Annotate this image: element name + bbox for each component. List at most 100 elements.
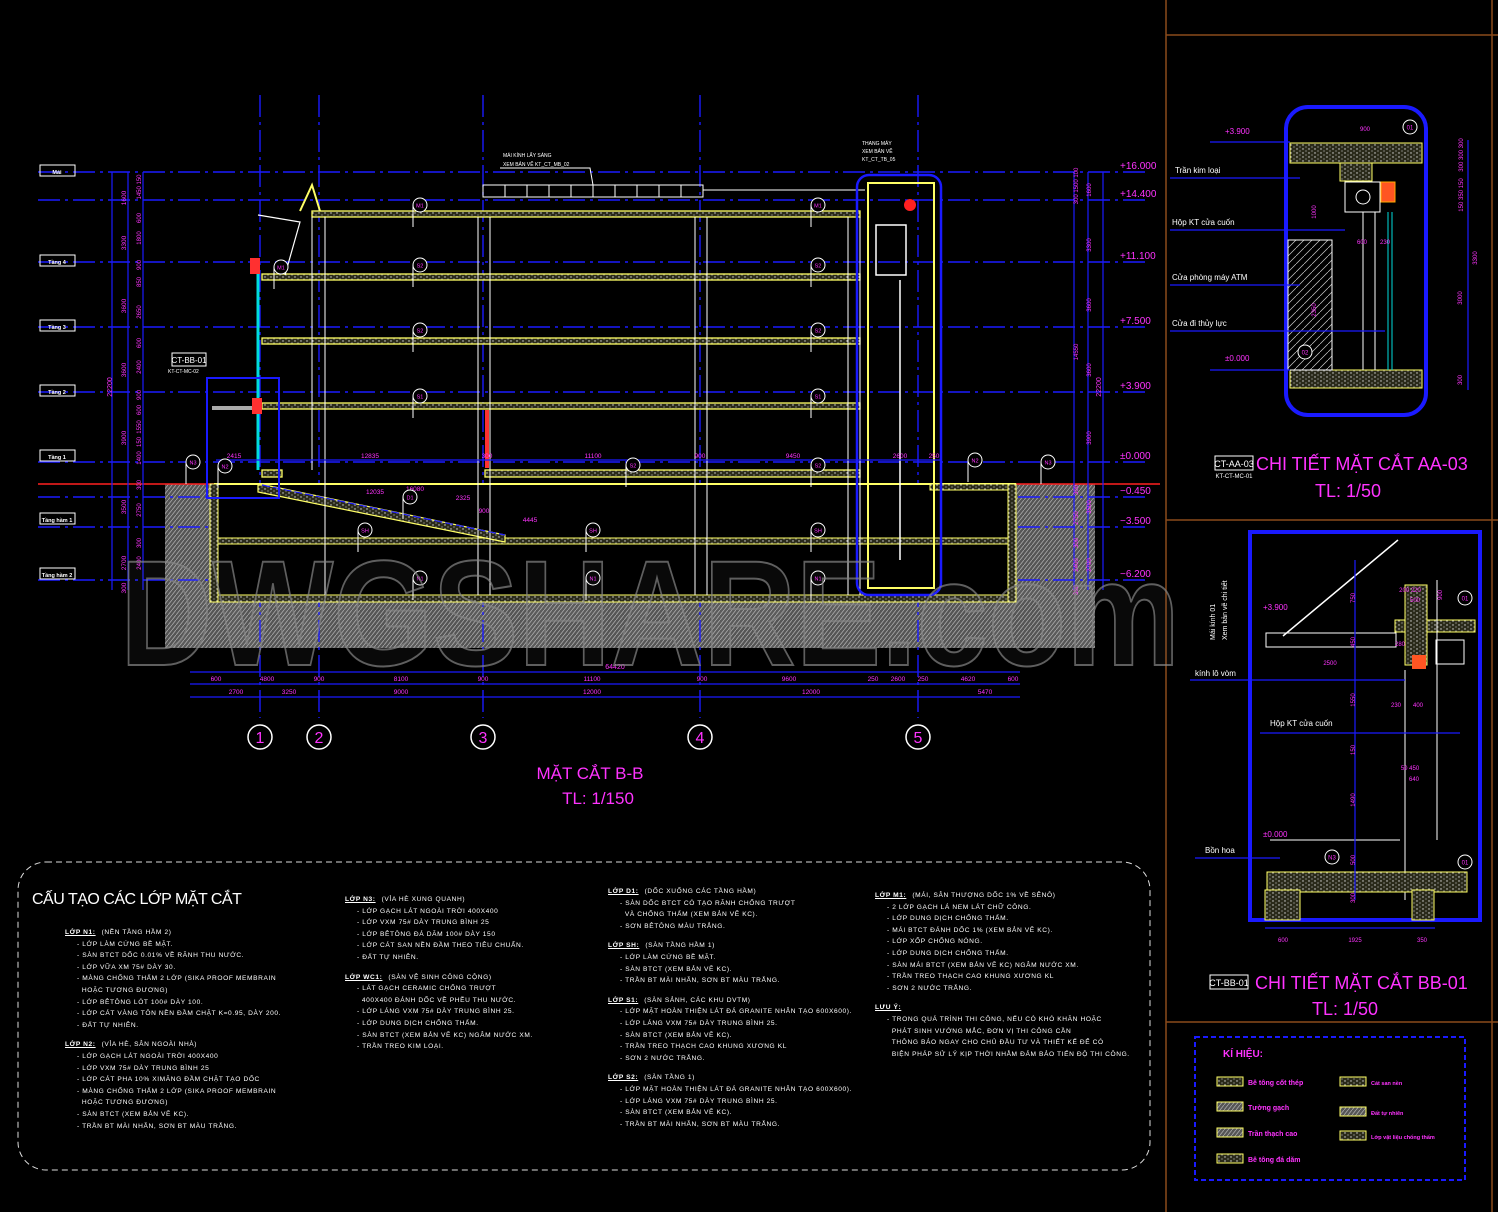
axis-bubble xyxy=(306,724,332,750)
axis-bubble xyxy=(470,724,496,750)
bb-ground-slab xyxy=(1266,871,1468,893)
dim-label: 300 xyxy=(1074,537,1080,548)
dim-label: 850 xyxy=(137,276,143,287)
dim-label: 1600 xyxy=(121,190,128,205)
bb-footing xyxy=(1411,889,1435,921)
bb-dim: 400 xyxy=(1413,703,1424,709)
dim-label: 5470 xyxy=(978,689,993,696)
bb-dim: 600 xyxy=(1278,938,1289,944)
notes-title: CẤU TẠO CÁC LỚP MẶT CẮT xyxy=(32,891,242,908)
notes-group: LƯU Ý:- TRONG QUÁ TRÌNH THI CÔNG, NẾU CÓ… xyxy=(875,1002,1130,1060)
dim-label: 2325 xyxy=(456,495,471,502)
level-tag: Tầng hầm 1 xyxy=(42,518,73,524)
bb-dim: 900 xyxy=(1438,589,1444,600)
aa-dim: 300 300 300 xyxy=(1459,138,1465,172)
aa-dim: 300 xyxy=(1458,374,1464,385)
dim-label: 2700 xyxy=(1087,558,1093,572)
dim-label: 3500 xyxy=(1087,500,1093,514)
bb-tag-label: 01 xyxy=(1462,861,1469,867)
notes-group-desc: (SÀN SẢNH, CÁC KHU DVTM) xyxy=(644,996,751,1004)
notes-group-head: LỚP WC1: xyxy=(345,973,383,981)
dim-label: 1450 150 xyxy=(137,174,143,200)
dim-label: 2400 xyxy=(1074,558,1080,572)
notes-item: - 2 LỚP GẠCH LÁ NEM LÁT CHỮ CÔNG. xyxy=(887,903,1032,911)
notes-group: LỚP N1:(NỀN TẦNG HẦM 2)- LỚP LÀM CỨNG BỀ… xyxy=(65,927,281,1031)
notes-group-desc: (SÀN TẦNG HẦM 1) xyxy=(645,942,715,950)
axis-lines xyxy=(259,95,919,718)
notes-item: - LỚP BÊTÔNG ĐÁ DĂM 100# DÀY 150 xyxy=(357,930,496,938)
bb-tag xyxy=(1457,590,1473,606)
level-tag-box xyxy=(39,567,76,580)
dim-label: 8100 xyxy=(394,676,409,683)
legend-swatch xyxy=(1216,1076,1244,1087)
leader-line xyxy=(500,167,594,186)
dim-label: 3900 xyxy=(1087,431,1093,445)
notes-item: - LỚP XỐP CHỐNG NÓNG. xyxy=(887,938,983,946)
notes-item: - SƠN 2 NƯỚC TRẮNG. xyxy=(887,984,973,992)
dim-label: 300 xyxy=(1074,584,1080,595)
notes-group-head: LỚP M1: xyxy=(875,892,907,899)
notes-item: - LỚP LÀM CỨNG BỀ MẶT. xyxy=(620,953,716,961)
bb-detail-red xyxy=(1412,655,1426,669)
dim-label: 2600 xyxy=(893,453,908,460)
level-tag-box xyxy=(39,449,76,462)
notes-group: LỚP WC1:(SÀN VỆ SINH CÔNG CỘNG)- LÁT GẠC… xyxy=(345,972,533,1053)
legend-swatch xyxy=(1339,1130,1367,1141)
elevator-callout: XEM BẢN VẼ xyxy=(862,148,893,155)
dim-label: 300 1500 100 xyxy=(1074,167,1080,204)
dim-label: 2750 xyxy=(137,503,143,517)
material-tag-label: N2 xyxy=(221,465,228,471)
notes-group-head: LỚP S1: xyxy=(608,996,639,1004)
level-tag-box xyxy=(39,319,76,332)
bb-label: Xem bản vẽ chi tiết xyxy=(1220,580,1229,640)
bb-tag xyxy=(1457,854,1473,870)
facade-detail xyxy=(252,398,262,414)
notes-item: - LỚP DUNG DỊCH CHỐNG THẤM. xyxy=(887,915,1009,923)
level-tag: Tầng 2 xyxy=(48,390,66,396)
elevation-label: +7.500 xyxy=(1120,316,1151,327)
notes-column: LỚP N1:(NỀN TẦNG HẦM 2)- LỚP LÀM CỨNG BỀ… xyxy=(65,927,281,1174)
dim-label: 12035 xyxy=(366,489,384,496)
dim-label: 300 xyxy=(137,537,143,548)
axis-bubble xyxy=(905,724,931,750)
notes-item: - TRẦN TREO THẠCH CAO KHUNG XƯƠNG KL xyxy=(620,1043,787,1051)
retaining-wall-left xyxy=(209,483,219,603)
notes-item: - LỚP VXM 75# DÀY TRUNG BÌNH 25 xyxy=(357,919,490,927)
dim-label: 11100 xyxy=(583,676,600,683)
bb-label: Mái kính 01 xyxy=(1210,604,1217,640)
dim-label: 150 xyxy=(137,436,143,447)
level-tag: Tầng 4 xyxy=(48,260,67,266)
elevator-callout: THANG MÁY xyxy=(862,140,892,147)
bb-dim: 640 xyxy=(1409,777,1420,783)
aa-slab-top xyxy=(1289,142,1423,164)
dim-label: 600 xyxy=(1008,676,1019,683)
dim-label: 300 xyxy=(121,582,128,593)
legend-swatch xyxy=(1216,1153,1244,1164)
aa-title: CHI TIẾT MẶT CẮT AA-03 xyxy=(1256,453,1468,474)
dim-label: 600 xyxy=(137,212,143,223)
bb-column xyxy=(1404,584,1428,666)
dim-label: 22200 xyxy=(1096,377,1103,397)
dim-label: 14550 xyxy=(1074,343,1080,360)
level-tag-box xyxy=(39,384,76,397)
bb-shutter-box xyxy=(1435,639,1465,665)
bb-dim: 1550 xyxy=(1351,693,1357,707)
dim-label: 12835 xyxy=(361,453,379,460)
material-tag-label: S1 xyxy=(417,395,424,401)
notes-item: PHÁT SINH VƯỚNG MẮC, ĐƠN VỊ THI CÔNG CẦN xyxy=(887,1027,1072,1035)
material-tag-label: S2 xyxy=(815,264,822,270)
aa-dim: 2350 xyxy=(1312,303,1318,317)
sidewalk-slab xyxy=(929,483,1009,491)
dim-label: 600 xyxy=(137,337,143,348)
aa-slab-bottom xyxy=(1289,369,1423,389)
notes-item: HOẶC TƯƠNG ĐƯƠNG) xyxy=(77,986,168,994)
bb-dim: 200 220 xyxy=(1399,588,1421,594)
notes-group: LỚP S2:(SÀN TẦNG 1)- LỚP MẶT HOÀN THIỆN … xyxy=(608,1072,852,1130)
detail-ref-box xyxy=(171,352,207,367)
dim-label: 2400 xyxy=(137,360,143,374)
bb-dim: 500 xyxy=(1351,854,1357,865)
notes-item: - SÀN BTCT DỐC 0.01% VỀ RÃNH THU NƯỚC. xyxy=(77,952,245,960)
detail-ref-tag: CT-BB-01 xyxy=(171,356,207,365)
bb-tag-label: 01 xyxy=(1462,597,1469,603)
